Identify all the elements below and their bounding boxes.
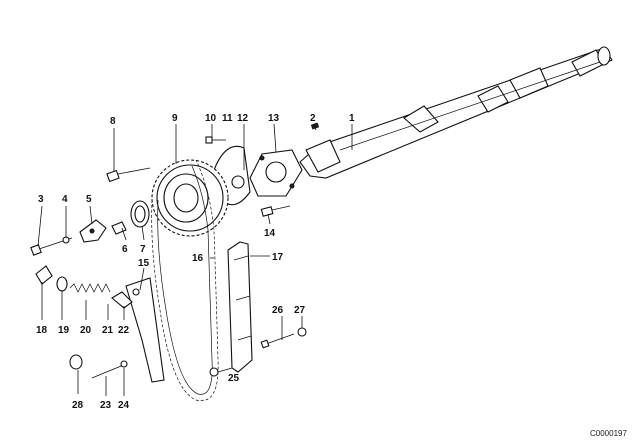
part-label-2: 2 [310, 113, 316, 124]
guide-rail [227, 241, 253, 373]
sprocket-bolt [106, 167, 151, 183]
drive-parts [30, 219, 127, 256]
part-label-1: 1 [349, 113, 355, 124]
part-label-12: 12 [237, 113, 249, 124]
part-label-25: 25 [228, 373, 240, 384]
camshaft [299, 46, 613, 179]
spacer-ring [130, 200, 150, 228]
part-label-13: 13 [268, 113, 280, 124]
tensioner-rail [125, 277, 165, 383]
pin-and-bush [69, 354, 128, 379]
part-label-18: 18 [36, 325, 48, 336]
leader-lines [37, 123, 353, 396]
diagram-code: C0000197 [590, 429, 627, 438]
part-label-9: 9 [172, 113, 178, 124]
part-label-16: 16 [192, 253, 204, 264]
part-label-15: 15 [138, 258, 150, 269]
part-labels: 1 2 3 4 5 6 7 8 9 10 11 12 13 14 15 16 1… [36, 113, 355, 411]
part-label-21: 21 [102, 325, 114, 336]
part-label-8: 8 [110, 116, 116, 127]
rail-bolt [260, 327, 307, 349]
part-label-24: 24 [118, 400, 130, 411]
part-label-28b: 28 [72, 400, 84, 411]
part-label-22: 22 [118, 325, 130, 336]
part-label-3: 3 [38, 194, 44, 205]
camshaft-flange [249, 149, 303, 197]
part-label-26: 26 [272, 305, 284, 316]
part-label-7: 7 [140, 244, 146, 255]
part-label-20: 20 [80, 325, 92, 336]
part-label-19: 19 [58, 325, 70, 336]
part-label-14: 14 [264, 228, 276, 239]
camshaft-sprocket [151, 159, 229, 237]
part-label-6: 6 [122, 244, 128, 255]
part-label-23: 23 [100, 400, 112, 411]
part-label-17: 17 [272, 252, 284, 263]
flange-bolt [260, 205, 291, 217]
part-label-10: 10 [205, 113, 217, 124]
part-label-5: 5 [86, 194, 92, 205]
rail-pivot [209, 367, 219, 377]
tensioner-assembly [35, 265, 133, 309]
part-label-4: 4 [62, 194, 68, 205]
part-label-11: 11 [222, 113, 233, 124]
timing-chain [151, 159, 219, 402]
dowel-pin [205, 136, 226, 144]
part-label-27: 27 [294, 305, 306, 316]
